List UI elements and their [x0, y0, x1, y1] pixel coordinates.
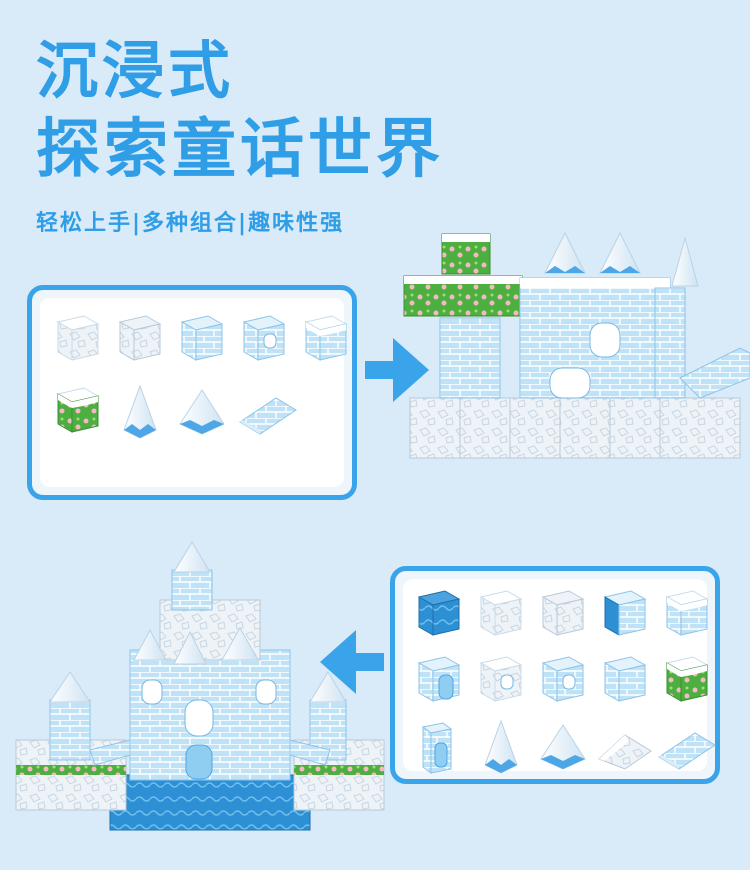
headline-line1: 沉浸式	[36, 34, 235, 107]
subtitle: 轻松上手|多种组合|趣味性强	[36, 211, 345, 236]
headline-line2: 探索童话世界	[36, 113, 444, 187]
large-castle-illustration	[15, 541, 385, 831]
door-cube-icon	[417, 656, 461, 702]
ice-pyramid-icon	[540, 724, 586, 770]
brick-cube-icon	[180, 315, 224, 361]
panel-top-inner	[40, 298, 348, 487]
ice-ramp-icon	[658, 732, 716, 770]
pillar-brick-icon	[603, 590, 647, 636]
stone-cube-icon	[118, 315, 162, 361]
snow-cube-icon	[479, 590, 523, 636]
brick-cube-icon	[603, 656, 647, 702]
block-set-panel-top	[27, 285, 357, 500]
snow-top-brick-icon	[665, 590, 709, 636]
grass-flower-cube-icon	[665, 656, 709, 702]
small-castle-illustration	[403, 231, 750, 459]
ice-spire-icon	[123, 384, 157, 439]
panel-bottom-inner	[403, 579, 716, 774]
snow-cube-icon	[56, 315, 100, 361]
ice-spire-icon	[484, 719, 518, 774]
block-set-panel-bottom	[390, 566, 720, 784]
snow-slope-icon	[598, 734, 652, 770]
snow-top-brick-icon	[304, 315, 348, 361]
window-cube-icon	[242, 315, 286, 361]
arrow-left-icon	[320, 630, 384, 694]
water-cube-icon	[417, 590, 461, 636]
grass-flower-cube-icon	[56, 387, 100, 433]
ice-pyramid-icon	[179, 389, 225, 435]
stone-cube-icon	[541, 590, 585, 636]
door-pillar-icon	[421, 722, 453, 774]
arched-window-cube-icon	[541, 656, 585, 702]
arrow-right-icon	[365, 338, 429, 402]
window-cube-icon	[479, 656, 523, 702]
ice-ramp-icon	[239, 397, 297, 435]
